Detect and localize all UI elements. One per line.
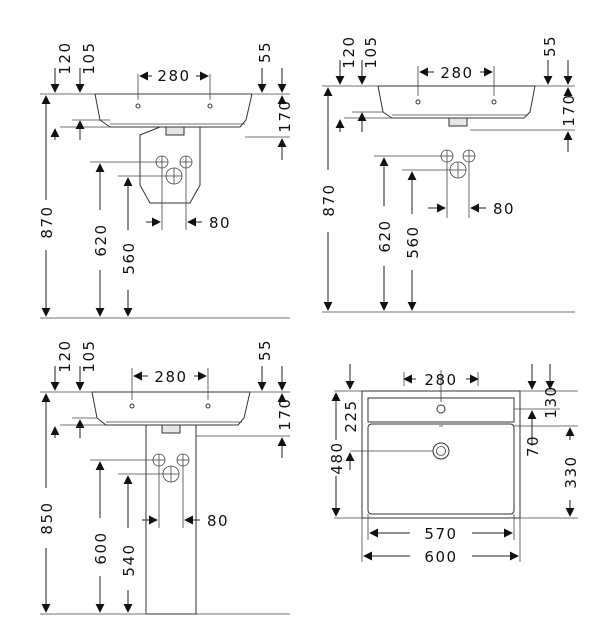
dim-620: 620 xyxy=(376,219,394,252)
dim-55: 55 xyxy=(541,35,559,57)
tap-hole-right xyxy=(205,403,211,409)
dim-600: 600 xyxy=(92,531,110,564)
valve-symbols xyxy=(440,149,476,179)
drain xyxy=(432,442,450,460)
dim-280: 280 xyxy=(157,67,190,85)
dim-225: 225 xyxy=(342,399,360,432)
dim-80: 80 xyxy=(209,214,231,232)
drain-outlet xyxy=(161,424,181,434)
dim-620: 620 xyxy=(92,223,110,256)
dim-480: 480 xyxy=(328,441,346,474)
view-plan-top: 280 225 480 130 70 330 570 600 xyxy=(328,364,580,566)
dim-170: 170 xyxy=(276,99,294,132)
dim-560: 560 xyxy=(404,225,422,258)
dim-105: 105 xyxy=(80,339,98,372)
dim-105: 105 xyxy=(80,41,98,74)
half-pedestal xyxy=(139,126,201,204)
dim-80: 80 xyxy=(207,512,229,530)
dim-55: 55 xyxy=(256,41,274,63)
dim-120: 120 xyxy=(56,339,74,372)
basin-side xyxy=(91,391,251,426)
dim-870: 870 xyxy=(320,183,338,216)
drain-outlet xyxy=(165,126,185,136)
tap-hole xyxy=(436,404,446,414)
dim-170: 170 xyxy=(276,397,294,430)
dim-280: 280 xyxy=(440,64,473,82)
dim-600: 600 xyxy=(424,548,457,566)
dim-170: 170 xyxy=(560,93,578,126)
dim-560: 560 xyxy=(120,241,138,274)
dim-105: 105 xyxy=(362,35,380,68)
tap-hole-right xyxy=(491,99,497,105)
dim-130: 130 xyxy=(542,385,560,418)
dim-120: 120 xyxy=(340,35,358,68)
basin-side xyxy=(94,93,253,128)
tap-hole-left xyxy=(135,103,141,109)
dim-280: 280 xyxy=(424,371,457,389)
tap-hole-right xyxy=(207,103,213,109)
dim-850: 850 xyxy=(38,501,56,534)
dim-280: 280 xyxy=(154,368,187,386)
dim-120: 120 xyxy=(56,41,74,74)
dim-870: 870 xyxy=(38,205,56,238)
basin-bowl xyxy=(367,423,515,515)
view-basin-half-pedestal: 120 105 280 55 170 870 620 560 80 xyxy=(38,41,294,319)
view-basin-full-pedestal: 120 105 280 55 170 850 600 540 80 xyxy=(38,339,294,615)
dim-570: 570 xyxy=(424,525,457,543)
dim-330: 330 xyxy=(562,455,580,488)
dim-80: 80 xyxy=(493,200,515,218)
dim-70: 70 xyxy=(524,435,542,457)
drain-outlet xyxy=(448,117,468,127)
dim-55: 55 xyxy=(256,339,274,361)
basin-side xyxy=(377,85,536,119)
dim-540: 540 xyxy=(120,543,138,576)
tap-hole-left xyxy=(415,99,421,105)
tap-hole-left xyxy=(129,403,135,409)
view-basin-wall-mounted: 120 105 280 55 170 870 620 560 80 xyxy=(320,35,578,313)
